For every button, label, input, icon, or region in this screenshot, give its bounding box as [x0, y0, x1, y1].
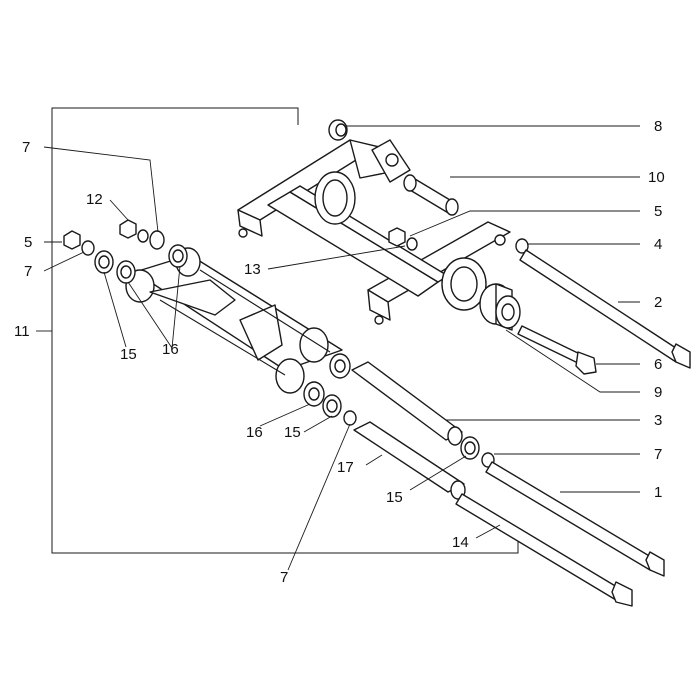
washer-7-lower	[343, 410, 357, 426]
callout-1: 1	[654, 484, 662, 501]
callout-10: 10	[648, 169, 665, 186]
bolt-14	[455, 493, 633, 607]
callouts: 8 10 5 4 2 6 9 3 7 1 14 7 17 15 16 15 15…	[14, 118, 665, 586]
spacer-17	[353, 421, 466, 500]
callout-11: 11	[14, 323, 30, 340]
callout-13: 13	[244, 261, 261, 278]
callout-3: 3	[654, 412, 662, 429]
nut-8	[328, 119, 348, 141]
bolt-1	[485, 461, 665, 577]
callout-16-right: 16	[246, 424, 263, 441]
callout-4: 4	[654, 236, 662, 253]
lower-arm	[125, 247, 343, 394]
callout-14: 14	[452, 534, 469, 551]
seal-15-left	[94, 250, 114, 274]
bearing-16-left	[116, 244, 188, 284]
callout-7-right: 7	[654, 446, 662, 463]
callout-7-left: 7	[24, 263, 32, 280]
bearing-16-right	[303, 353, 351, 407]
callout-5-left: 5	[24, 234, 32, 251]
leader-lines	[36, 125, 640, 571]
callout-9: 9	[654, 384, 662, 401]
callout-7-bottom: 7	[280, 569, 288, 586]
callout-6: 6	[654, 356, 662, 373]
nut-5-left	[63, 230, 95, 256]
group-bracket	[51, 107, 519, 554]
washer-7-upper	[149, 230, 165, 250]
callout-8: 8	[654, 118, 662, 135]
bolt-6	[517, 325, 597, 375]
spacer-10	[403, 174, 459, 216]
seal-15-right	[322, 394, 342, 418]
spacer-3	[351, 361, 463, 446]
callout-12: 12	[86, 191, 103, 208]
nut-12	[119, 219, 149, 243]
callout-15-left: 15	[120, 346, 137, 363]
callout-2: 2	[654, 294, 662, 311]
callout-17: 17	[337, 459, 354, 476]
callout-15-mid: 15	[386, 489, 403, 506]
washer-4	[515, 238, 529, 254]
callout-15-right: 15	[284, 424, 301, 441]
bushing-9	[479, 283, 521, 331]
nut-13	[388, 227, 418, 251]
callout-5-right: 5	[654, 203, 662, 220]
seal-15-mid	[460, 436, 480, 460]
callout-7-top: 7	[22, 139, 30, 156]
bolt-2	[519, 249, 691, 369]
callout-16-left: 16	[162, 341, 179, 358]
upper-frame	[237, 139, 511, 325]
